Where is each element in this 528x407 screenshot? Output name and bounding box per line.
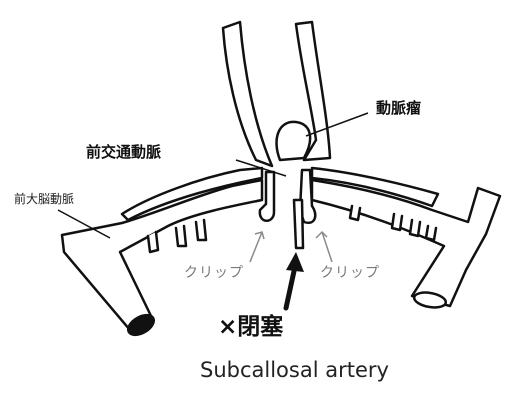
right-perforator-4 bbox=[426, 226, 436, 240]
left-clip-arrow bbox=[250, 232, 264, 262]
acom-label: 前交通動脈 bbox=[86, 145, 161, 160]
left-perforator-2 bbox=[196, 220, 206, 240]
left-perforator-1 bbox=[176, 226, 186, 246]
occlusion-arrow-head bbox=[286, 252, 304, 272]
right-perforator-1 bbox=[350, 206, 360, 220]
right-aca-vessel bbox=[312, 180, 500, 306]
aneurysm-label: 動脈瘤 bbox=[376, 101, 421, 116]
clip-left-label: クリップ bbox=[184, 266, 244, 280]
clip-right-label: クリップ bbox=[320, 266, 380, 280]
right-perforator-3 bbox=[410, 220, 420, 236]
subcallosal-artery bbox=[294, 200, 303, 248]
aneurysm-sac bbox=[277, 122, 311, 160]
right-clip-arrow bbox=[316, 232, 332, 262]
aca-label: 前大脳動脈 bbox=[14, 193, 74, 205]
right-perforator-2 bbox=[392, 214, 402, 230]
left-a2-vessel bbox=[223, 22, 272, 166]
occlusion-label: ×閉塞 bbox=[218, 316, 283, 339]
subcallosal-label: Subcallosal artery bbox=[200, 360, 389, 381]
